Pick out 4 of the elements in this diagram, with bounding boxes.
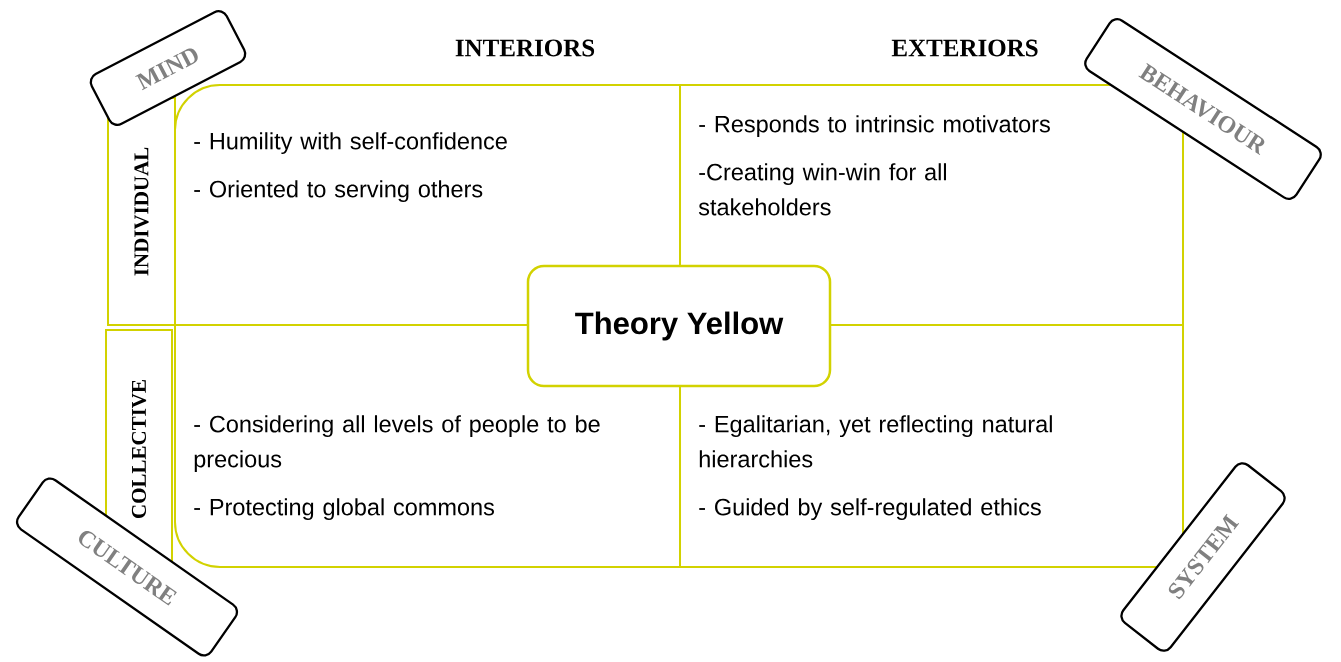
center-box: Theory Yellow bbox=[526, 264, 832, 388]
column-heading: EXTERIORS bbox=[891, 39, 1038, 57]
column-heading: INTERIORS bbox=[455, 39, 595, 57]
side-box: INDIVIDUAL bbox=[107, 97, 176, 326]
